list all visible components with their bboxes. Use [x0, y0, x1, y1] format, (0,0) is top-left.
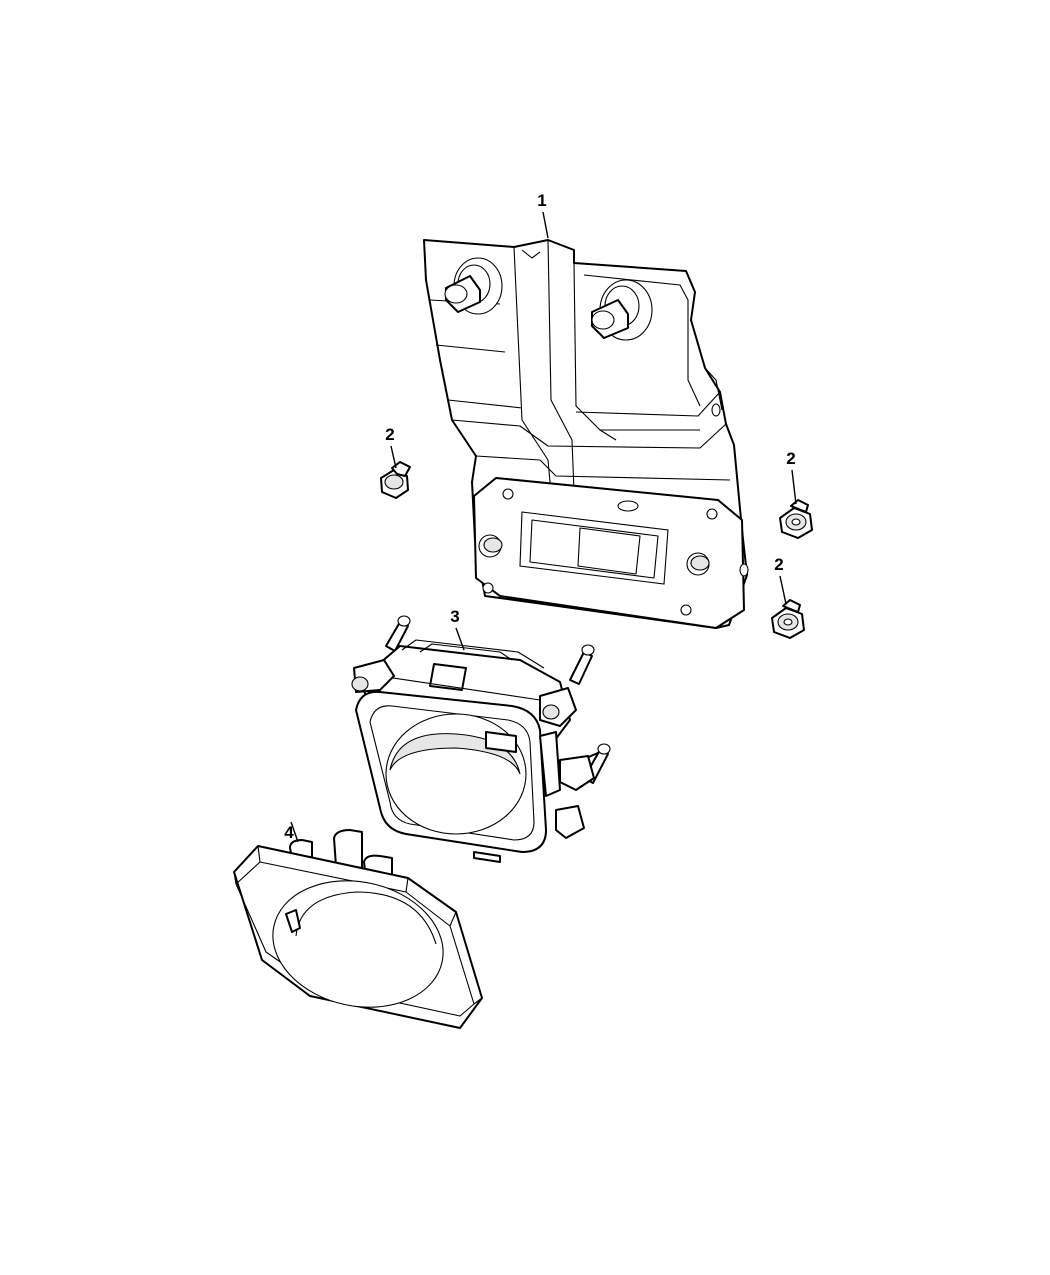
bracket-part: [423, 239, 749, 629]
callout-1: 1: [537, 191, 549, 239]
callout-2-left: 2: [385, 425, 397, 469]
nut-left-part: [380, 461, 411, 499]
callout-2-right-lower-label: 2: [774, 555, 783, 574]
sensor-part: [351, 615, 611, 863]
callout-2-right-lower: 2: [774, 555, 787, 605]
bracket-stud-right: [591, 279, 653, 341]
callout-2-left-label: 2: [385, 425, 394, 444]
callout-4: 4: [284, 821, 299, 843]
bracket-mounting-plate: [473, 477, 749, 629]
nut-right-lower-part: [771, 599, 805, 639]
callout-2-right-upper: 2: [786, 449, 797, 505]
callout-3: 3: [450, 607, 465, 651]
bracket-stud-left: [444, 257, 503, 315]
callout-1-label: 1: [537, 191, 546, 210]
sensor-bolt-top-left: [385, 615, 411, 652]
nut-right-upper-part: [779, 499, 813, 539]
bezel-part: [233, 829, 483, 1029]
callout-2-right-upper-label: 2: [786, 449, 795, 468]
callout-3-label: 3: [450, 607, 459, 626]
sensor-bolt-top-right: [569, 644, 595, 685]
callout-4-label: 4: [284, 823, 294, 842]
